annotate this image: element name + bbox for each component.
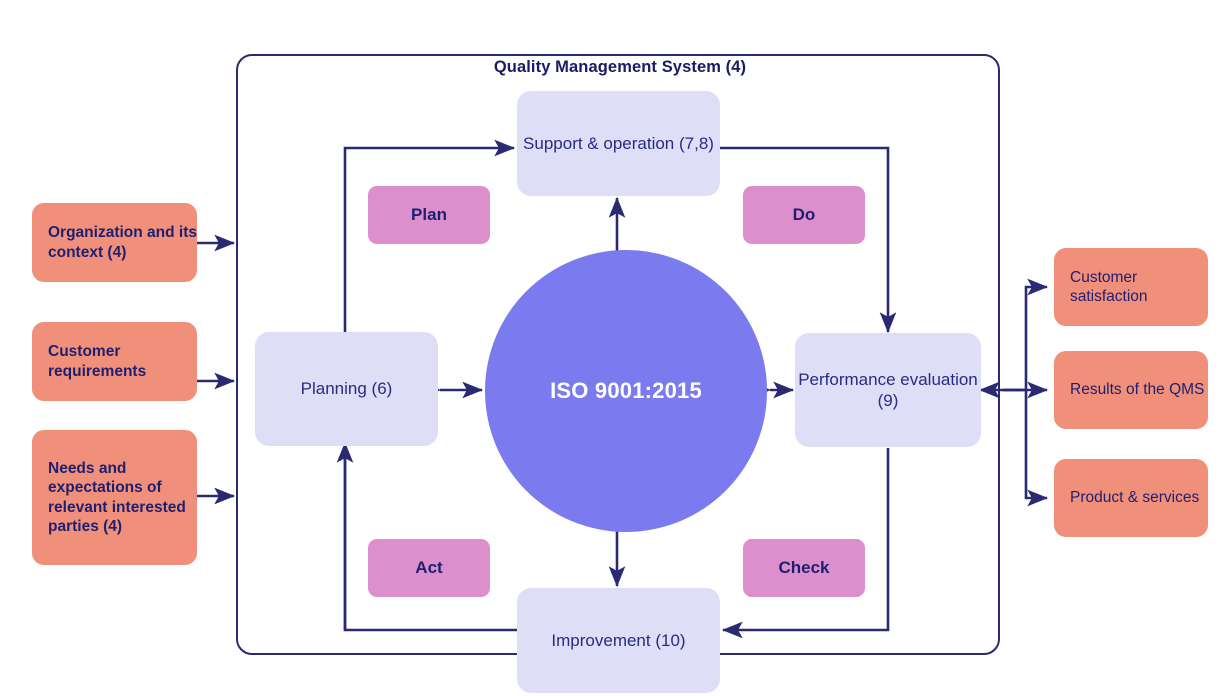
pdca-label-check[interactable]: Check [743,539,865,597]
process-label-performance-evaluation: Performance evaluation (9) [798,369,978,410]
pdca-label-plan[interactable]: Plan [368,186,490,244]
input-label-organization-context: Organization and its context (4) [48,224,197,261]
input-label-customer-requirements: Customer requirements [48,343,147,380]
output-box-customer-satisfaction[interactable]: Customer satisfaction [1054,248,1208,326]
output-label-product-services: Product & services [1070,489,1200,507]
process-label-improvement: Improvement (10) [551,630,686,650]
input-label-interested-parties: Needs and expectations of relevant inter… [48,459,186,535]
output-box-results-qms[interactable]: Results of the QMS [1054,351,1208,429]
output-box-product-services[interactable]: Product & services [1054,459,1208,537]
process-box-planning[interactable]: Planning (6) [255,332,438,446]
pdca-text-do: Do [792,205,816,225]
pdca-label-do[interactable]: Do [743,186,865,244]
qms-title: Quality Management System (4) [493,58,747,76]
pdca-text-plan: Plan [411,205,447,225]
process-box-improvement[interactable]: Improvement (10) [517,588,720,693]
pdca-text-check: Check [778,558,830,578]
pdca-text-act: Act [415,558,443,578]
wire-output-trunk-product-services [1024,390,1049,507]
process-label-support-operation: Support & operation (7,8) [523,133,714,153]
output-label-customer-satisfaction: Customer satisfaction [1070,268,1148,305]
process-label-planning: Planning (6) [300,379,393,399]
process-box-support-operation[interactable]: Support & operation (7,8) [517,91,720,196]
pdca-label-act[interactable]: Act [368,539,490,597]
center-circle-label: ISO 9001:2015 [550,378,702,403]
wire-output-trunk-customer-satisfaction [1003,278,1049,392]
input-box-interested-parties[interactable]: Needs and expectations of relevant inter… [32,430,197,565]
process-box-performance-evaluation[interactable]: Performance evaluation (9) [795,333,981,447]
input-box-organization-context[interactable]: Organization and its context (4) [32,203,197,282]
output-label-results-qms: Results of the QMS [1070,381,1205,399]
center-circle-iso[interactable]: ISO 9001:2015 [485,250,767,532]
input-box-customer-requirements[interactable]: Customer requirements [32,322,197,401]
